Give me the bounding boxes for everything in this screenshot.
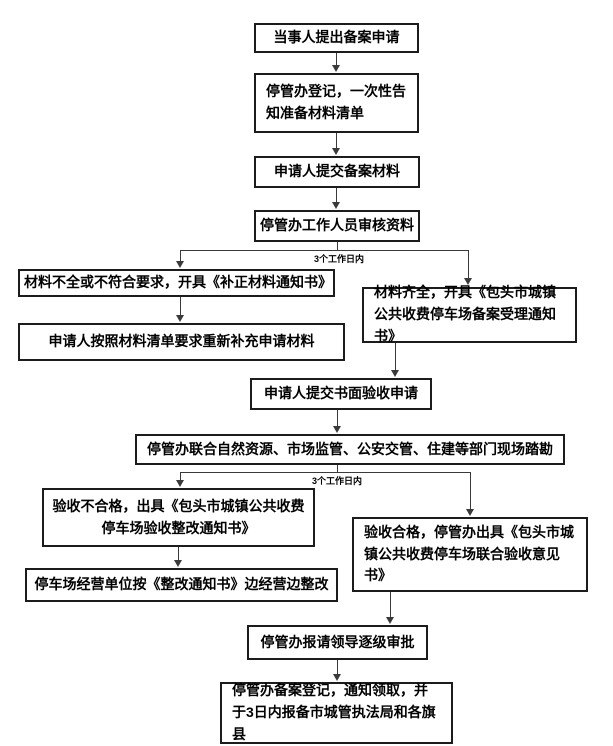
flow-node-acceptance-passed-joint-opinion: 验收合格，停管办出具《包头市城镇公共收费停车场联合验收意见书》 xyxy=(352,517,588,592)
connector-n3-n4-line xyxy=(336,188,337,202)
flow-node-materials-complete-acceptance-notice: 材料齐全，开具《包头市城镇公共收费停车场备案受理通知书》 xyxy=(362,284,577,344)
arrowhead-down-icon xyxy=(391,370,399,377)
connector-n11-n13-line xyxy=(390,592,391,617)
connector-split1-right-line xyxy=(468,250,469,278)
connector-n6-n8-line xyxy=(395,343,396,370)
arrowhead-down-icon xyxy=(176,315,184,322)
flow-node-acceptance-failed-rectification-notice: 验收不合格，出具《包头市城镇公共收费停车场验收整改通知书》 xyxy=(42,488,315,547)
connector-split2-right-line xyxy=(470,472,471,509)
connector-n10-n12-line xyxy=(178,547,179,560)
connector-n5-n7-line xyxy=(180,297,181,315)
flow-node-submit-filing-application: 当事人提出备案申请 xyxy=(254,23,419,53)
connector-n8-n9-line xyxy=(337,410,338,426)
connector-n2-n3-line xyxy=(336,133,337,148)
arrowhead-down-icon xyxy=(332,65,340,72)
connector-n4-split-stub xyxy=(337,242,338,251)
arrowhead-down-icon xyxy=(464,278,472,285)
arrowhead-down-icon xyxy=(466,509,474,516)
connector-split1-horizontal xyxy=(180,250,469,251)
duration-label-3-working-days-2: 3个工作日内 xyxy=(312,476,363,486)
arrowhead-down-icon xyxy=(333,426,341,433)
arrowhead-down-icon xyxy=(174,560,182,567)
arrowhead-down-icon xyxy=(386,617,394,624)
flow-node-staff-review-materials: 停管办工作人员审核资料 xyxy=(254,210,420,242)
arrowhead-down-icon xyxy=(176,261,184,268)
flow-node-register-and-inform-material-list: 停管办登记，一次性告知准备材料清单 xyxy=(254,73,419,133)
arrowhead-down-icon xyxy=(333,674,341,681)
arrowhead-down-icon xyxy=(176,480,184,487)
flow-node-filing-registration-and-notify: 停管办备案登记，通知领取，并于3日内报备市城管执法局和各旗县 xyxy=(220,682,453,744)
flow-node-materials-incomplete-notice: 材料不全或不符合要求，开具《补正材料通知书》 xyxy=(18,269,335,297)
connector-n9-split-stub xyxy=(337,465,338,473)
flow-node-operate-while-rectifying: 停车场经营单位按《整改通知书》边经营边整改 xyxy=(25,568,338,602)
duration-label-3-working-days-1: 3个工作日内 xyxy=(314,254,365,264)
connector-split1-left-line xyxy=(180,250,181,261)
flow-node-resupplement-materials: 申请人按照材料清单要求重新补充申请材料 xyxy=(18,323,345,361)
flowchart-canvas: 当事人提出备案申请 停管办登记，一次性告知准备材料清单 申请人提交备案材料 停管… xyxy=(18,23,588,744)
connector-split2-horizontal xyxy=(180,472,471,473)
arrowhead-down-icon xyxy=(332,148,340,155)
flow-node-leader-level-approval: 停管办报请领导逐级审批 xyxy=(247,625,428,660)
connector-split2-left-line xyxy=(180,472,181,480)
connector-n13-n14-line xyxy=(337,660,338,674)
flow-node-submit-filing-materials: 申请人提交备案材料 xyxy=(254,156,420,188)
flow-node-submit-written-acceptance-application: 申请人提交书面验收申请 xyxy=(250,378,432,410)
flow-node-joint-site-survey: 停管办联合自然资源、市场监管、公安交管、住建等部门现场踏勘 xyxy=(135,434,565,465)
arrowhead-down-icon xyxy=(332,202,340,209)
connector-n1-n2-line xyxy=(336,53,337,65)
